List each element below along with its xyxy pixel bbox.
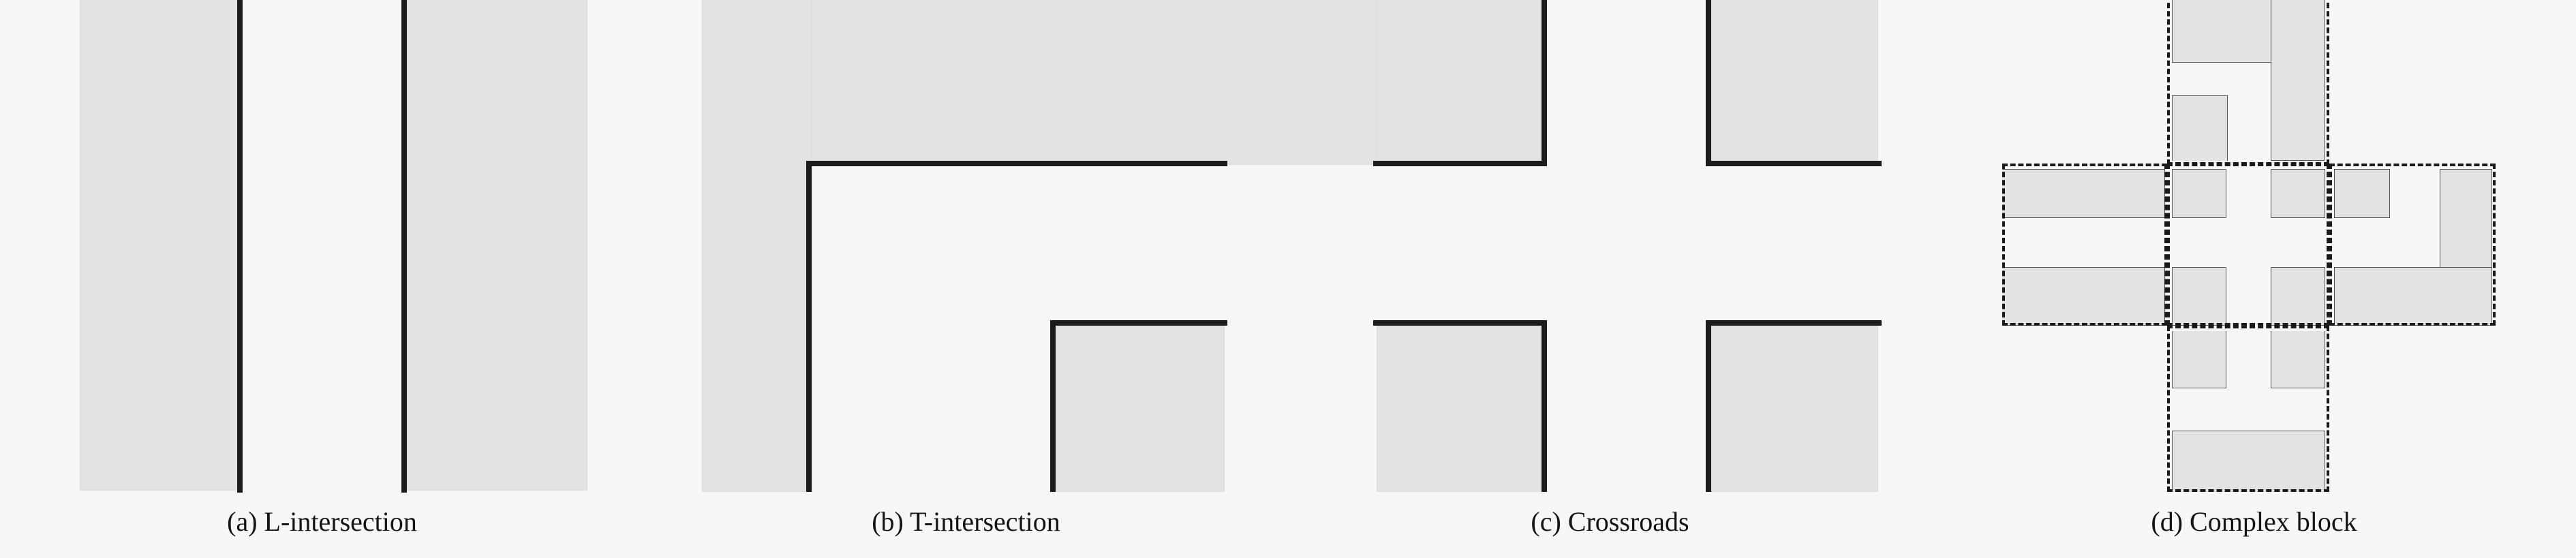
dashed-cell-south <box>2167 326 2329 492</box>
west-block-east-edge <box>237 0 243 493</box>
panel-t-intersection: (b) T-intersection <box>644 0 1492 558</box>
east-block <box>407 0 587 491</box>
se-block-north-edge <box>1706 320 1882 326</box>
panel-crossroads: (c) Crossroads <box>1288 0 1932 558</box>
panel-complex-block: (d) Complex block <box>1932 0 2576 558</box>
east-small-building <box>2334 169 2390 218</box>
south-west-block <box>1377 326 1544 492</box>
north-small-building <box>2172 95 2228 161</box>
se-block-west-edge <box>1706 320 1711 492</box>
north-west-block <box>1377 0 1544 162</box>
dashed-cell-center <box>2167 164 2329 326</box>
north-L-building-leg <box>2271 0 2325 161</box>
panel-c-stage <box>1288 0 1932 504</box>
panel-d-caption: (d) Complex block <box>2151 506 2357 537</box>
panel-l-intersection: (a) L-intersection <box>0 0 644 558</box>
panel-a-stage <box>0 0 644 504</box>
center-ne-building <box>2271 169 2325 218</box>
east-block-west-edge <box>401 0 407 493</box>
dashed-cell-east <box>2329 164 2496 326</box>
upper-L-block <box>702 0 1492 165</box>
panel-b-caption: (b) T-intersection <box>872 506 1060 537</box>
ne-block-west-edge <box>1706 0 1711 166</box>
south-east-block <box>1709 326 1878 492</box>
ne-block-south-edge <box>1706 161 1882 166</box>
dashed-cell-west <box>2002 164 2167 326</box>
upper-block-south-edge <box>806 161 1227 166</box>
dashed-cell-north <box>2167 0 2329 165</box>
south-sw-building <box>2172 331 2226 388</box>
sw-block-north-edge <box>1373 320 1547 326</box>
panel-d-stage <box>1932 0 2576 504</box>
nw-block-east-edge <box>1542 0 1547 166</box>
lower-right-block <box>1056 326 1225 492</box>
sw-block-east-edge <box>1542 320 1547 492</box>
south-wide-building <box>2172 431 2325 492</box>
south-se-building <box>2271 331 2325 388</box>
north-east-block <box>1709 0 1878 162</box>
lower-block-west-edge <box>1050 320 1056 492</box>
center-nw-building <box>2172 169 2226 218</box>
west-block <box>80 0 241 491</box>
west-upper-building <box>2002 169 2165 218</box>
panel-a-caption: (a) L-intersection <box>227 506 417 537</box>
east-L-building-horizontal <box>2334 267 2492 326</box>
nw-block-south-edge <box>1373 161 1547 166</box>
lower-block-north-edge <box>1050 320 1227 326</box>
panel-c-caption: (c) Crossroads <box>1531 506 1689 537</box>
panel-b-stage <box>644 0 1492 504</box>
upper-L-block-tail <box>702 0 812 492</box>
west-lower-building <box>2002 267 2165 326</box>
upper-block-east-edge <box>806 161 812 492</box>
